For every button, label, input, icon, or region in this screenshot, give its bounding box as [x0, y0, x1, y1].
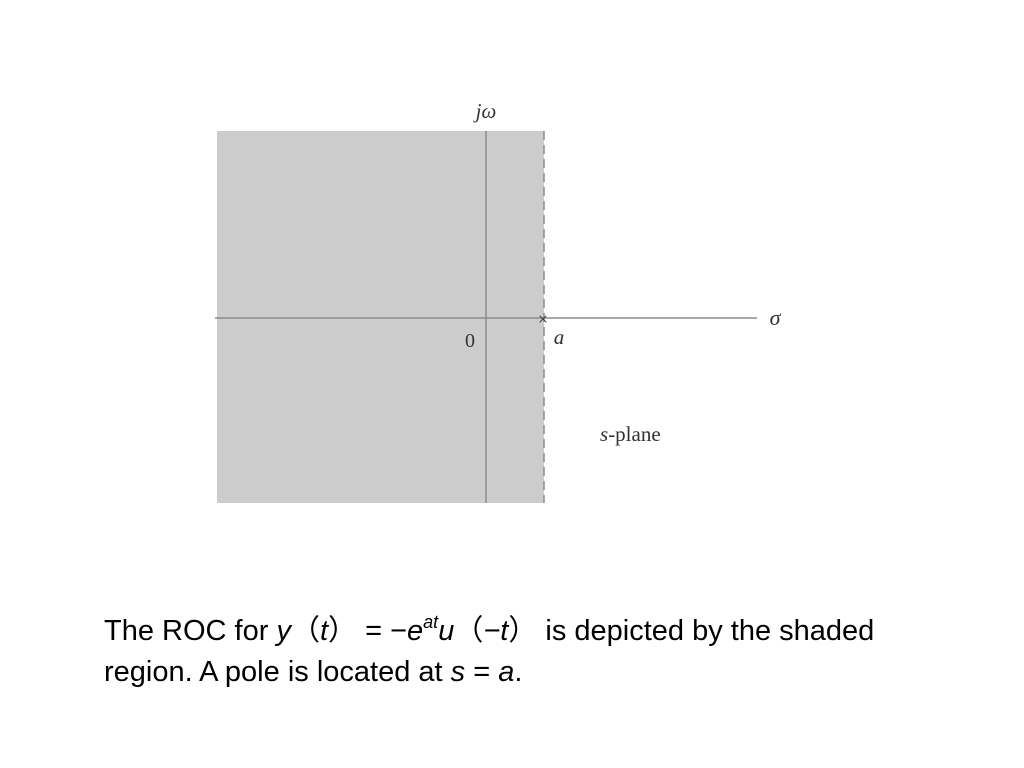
- pole-label: a: [554, 325, 565, 349]
- caption-intro: The ROC for: [104, 615, 277, 647]
- caption-paren-open-2: （: [454, 615, 484, 647]
- caption-var-y: y: [276, 615, 291, 647]
- caption-var-t: t: [319, 615, 329, 647]
- origin-label: 0: [465, 330, 475, 352]
- caption-period: .: [514, 656, 523, 688]
- caption-paren-open: （: [290, 615, 320, 647]
- plane-label-variable: s: [600, 422, 608, 446]
- figure-caption: The ROC for y（t） = −eatu（−t） is depicted…: [104, 611, 924, 693]
- roc-shaded-region: [217, 131, 544, 503]
- caption-paren-close-2: ）: [508, 615, 538, 647]
- vertical-axis-label: jω: [473, 99, 497, 123]
- s-plane-diagram: × jω σ 0 a s-plane: [215, 99, 782, 503]
- caption-var-neg-t: −t: [483, 615, 509, 647]
- plane-label: s-plane: [600, 422, 661, 446]
- caption-exponent: at: [423, 612, 439, 632]
- caption-var-u: u: [438, 615, 455, 647]
- plane-label-text: -plane: [608, 422, 660, 446]
- caption-var-a: a: [498, 656, 515, 688]
- caption-var-s: s: [450, 656, 466, 688]
- pole-marker: ×: [538, 309, 548, 329]
- caption-paren-close: ）: [328, 615, 358, 647]
- caption-equals-2: =: [465, 656, 499, 688]
- caption-var-e: e: [407, 615, 424, 647]
- horizontal-axis-label: σ: [770, 305, 782, 330]
- caption-equals: = −: [357, 615, 408, 647]
- caption-description: is depicted by the shaded region. A pole…: [104, 615, 875, 688]
